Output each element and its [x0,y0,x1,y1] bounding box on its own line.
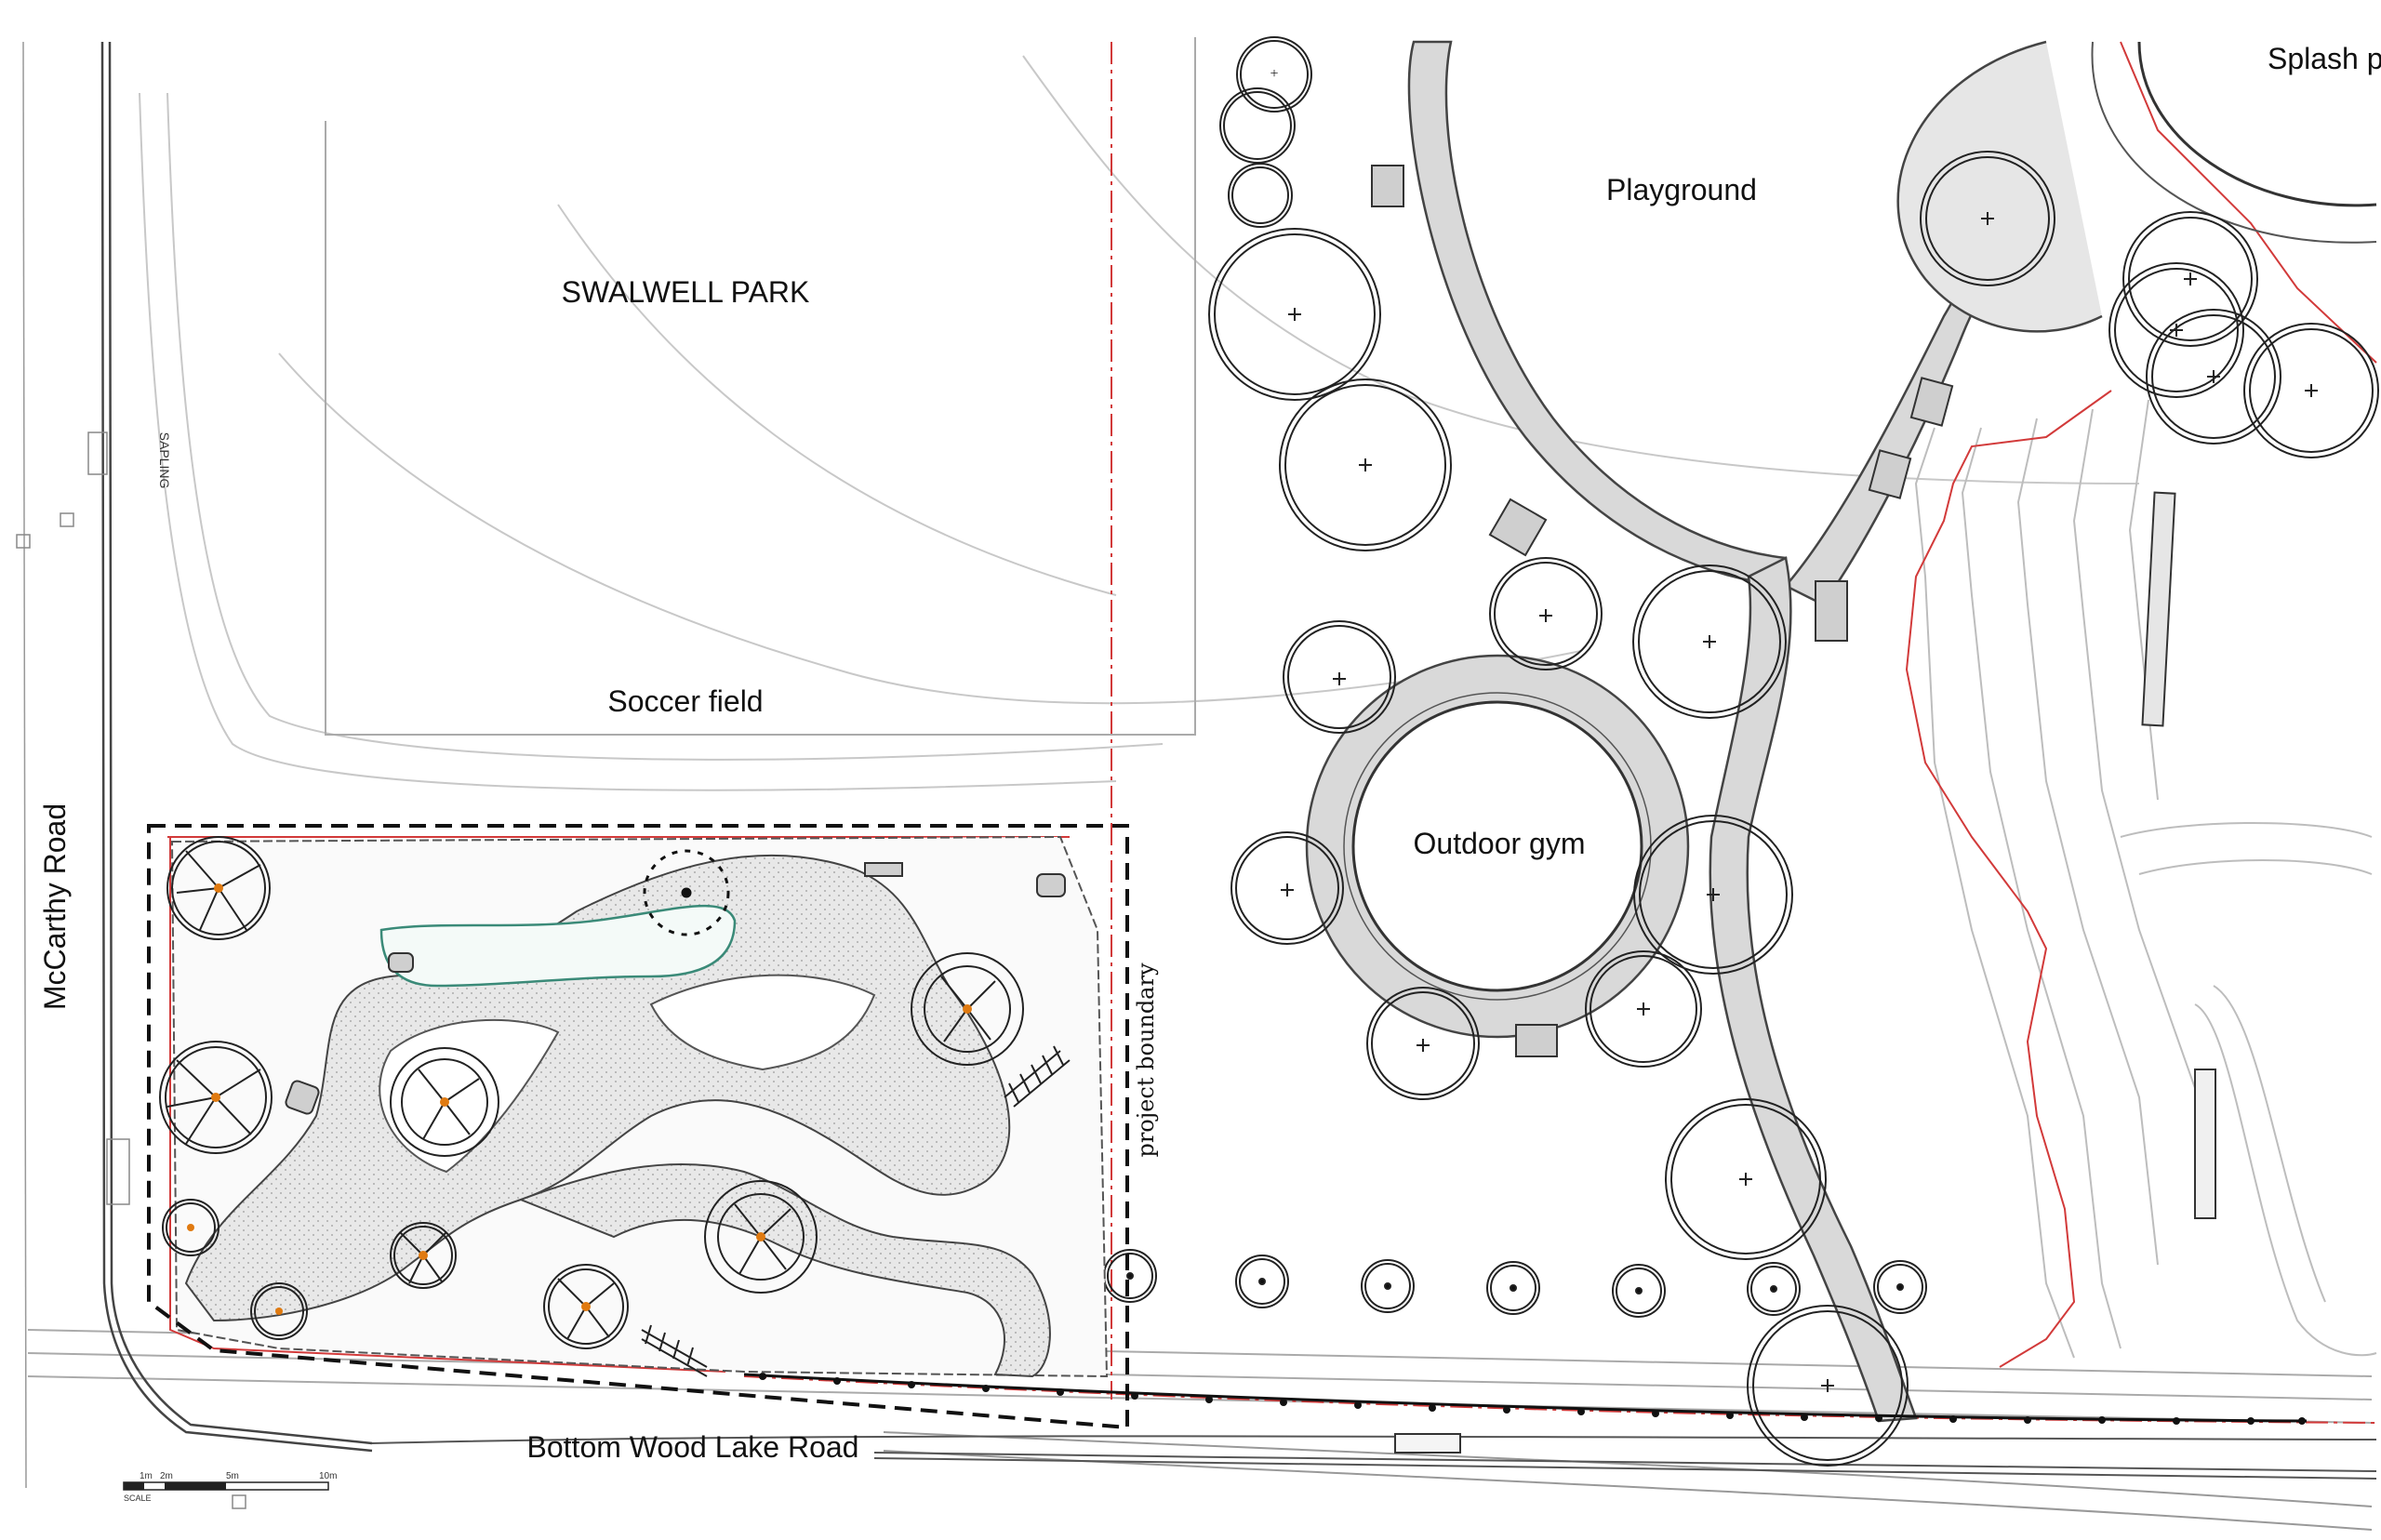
label-splash-pad: Splash p [2268,42,2381,75]
svg-text:1m: 1m [140,1471,153,1481]
feature-trees [159,836,1024,1349]
label-outdoor-gym: Outdoor gym [1414,827,1586,860]
label-playground: Playground [1606,173,1757,206]
bottom-road-edges [371,1435,2377,1480]
tree [1283,620,1396,734]
outdoor-gym-area [1351,700,1643,992]
tree [1632,564,1787,719]
tree [1230,831,1344,945]
soccer-field-outline [325,37,1196,736]
tree [1279,378,1452,551]
tree [1747,1305,1909,1467]
label-soccer-field: Soccer field [607,684,763,718]
mccarthy-road-edges [22,41,373,1489]
svg-text:SCALE: SCALE [124,1494,152,1503]
tree [1665,1098,1827,1260]
label-mccarthy-road: McCarthy Road [38,803,72,1010]
sculpture-circle [643,849,730,936]
tree [2122,211,2258,347]
tree [2243,323,2379,458]
site-furniture [1371,165,2216,1454]
fence-line [743,1373,2308,1425]
project-garden [159,835,1109,1378]
utility-markers [16,431,246,1509]
tree [1219,87,1296,164]
tree: + [1236,36,1312,113]
tree [1920,151,2055,286]
tree [1228,163,1293,228]
label-swalwell-park: SWALWELL PARK [562,275,810,309]
label-project-boundary: project boundary [1133,962,1159,1158]
tree [1585,950,1702,1068]
label-sapling: SAPLING [157,432,172,489]
svg-text:10m: 10m [319,1471,337,1481]
svg-text:2m: 2m [160,1471,173,1481]
terraced-contours [1914,399,2377,1359]
tree [1208,228,1381,401]
hedge [379,905,737,988]
splash-pad-edge [2137,41,2377,207]
tree [2108,262,2244,398]
tree [2146,309,2281,445]
trees-outer: + [1208,36,2379,1467]
svg-text:+: + [1270,66,1278,82]
project-boundary [147,824,1129,1430]
street-trees [1103,1249,1927,1318]
tree [1489,557,1603,670]
tree [1366,987,1480,1100]
scale-bar: 1m 2m 5m 10m SCALE [123,1471,337,1503]
tree [1633,815,1793,975]
label-bottom-wood-lake-road: Bottom Wood Lake Road [527,1430,859,1464]
svg-text:5m: 5m [226,1471,239,1481]
